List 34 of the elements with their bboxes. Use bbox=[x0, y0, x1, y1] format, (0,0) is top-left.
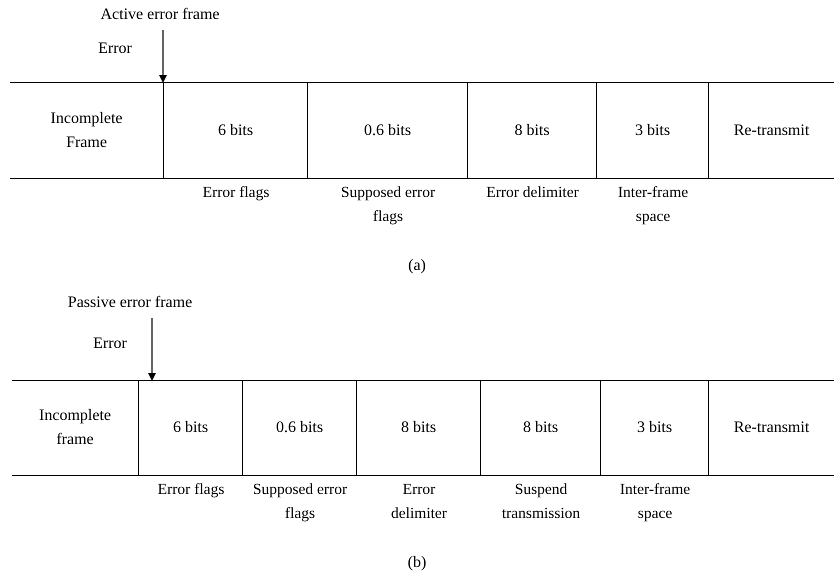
diagram-label: (a) bbox=[407, 256, 427, 276]
arrow bbox=[148, 318, 156, 381]
frame-field-cell bbox=[12, 380, 138, 476]
field-text: 6 bits bbox=[172, 418, 210, 438]
field-text: Incomplete Frame bbox=[50, 108, 124, 152]
diagram-label: Error bbox=[92, 334, 128, 354]
field-text: Incomplete frame bbox=[38, 406, 112, 450]
field-text: 8 bits bbox=[400, 418, 438, 438]
field-caption: Error flags bbox=[156, 480, 226, 500]
frame-field-cell bbox=[708, 82, 834, 179]
field-caption: Supposed error flags bbox=[340, 183, 436, 227]
frame-field-cell bbox=[10, 82, 163, 179]
field-caption: Error delimiter bbox=[485, 183, 580, 203]
field-text: 8 bits bbox=[522, 418, 560, 438]
field-caption: Error flags bbox=[202, 183, 270, 203]
diagram-label: Error bbox=[97, 39, 133, 59]
diagram-label: Passive error frame bbox=[66, 293, 194, 313]
field-caption: Supposed error flags bbox=[252, 480, 348, 524]
field-caption: Error delimiter bbox=[390, 480, 448, 524]
field-text: 6 bits bbox=[216, 120, 254, 140]
field-caption: Suspend transmission bbox=[500, 480, 582, 524]
diagram-label: Active error frame bbox=[99, 5, 221, 25]
field-text: 3 bits bbox=[634, 120, 672, 140]
diagram-label: (b) bbox=[406, 553, 428, 573]
field-text: Re-transmit bbox=[732, 418, 810, 438]
field-text: 0.6 bits bbox=[362, 120, 412, 140]
frame-field-cell bbox=[708, 380, 834, 476]
field-caption: Inter-frame space bbox=[616, 183, 690, 227]
field-caption: Inter-frame space bbox=[618, 480, 692, 524]
field-text: 0.6 bits bbox=[274, 418, 324, 438]
field-text: Re-transmit bbox=[732, 120, 810, 140]
arrow bbox=[159, 30, 167, 83]
field-text: 8 bits bbox=[513, 120, 551, 140]
field-text: 3 bits bbox=[636, 418, 674, 438]
